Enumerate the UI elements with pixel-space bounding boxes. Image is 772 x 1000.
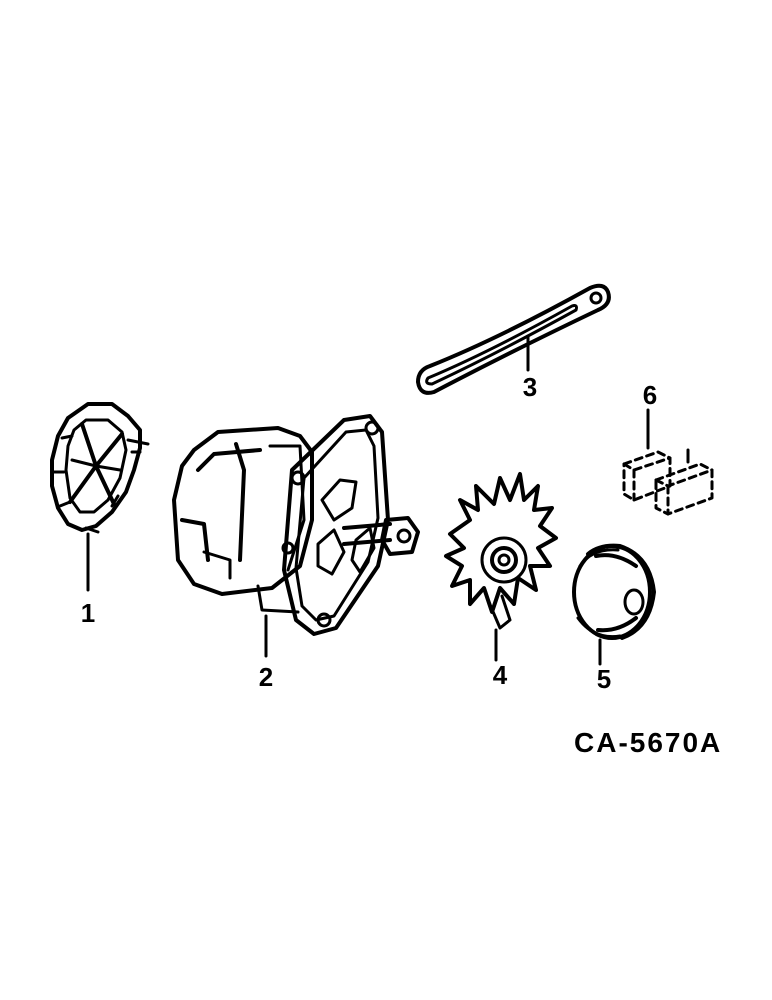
callout-6: 6 — [643, 380, 657, 410]
part-6-brushes — [622, 450, 714, 516]
part-5-pulley — [572, 543, 656, 640]
part-4-fan — [444, 472, 558, 630]
part-2-alternator — [172, 414, 420, 636]
leader-line-6 — [646, 408, 690, 464]
figure-id: CA-5670A — [574, 727, 722, 758]
part-3-adjusting-strap — [416, 283, 611, 395]
callout-5: 5 — [597, 664, 611, 694]
callout-4: 4 — [493, 660, 508, 690]
callout-2: 2 — [259, 662, 273, 692]
callout-3: 3 — [523, 372, 537, 402]
callout-1: 1 — [81, 598, 95, 628]
part-1-end-cover — [50, 402, 150, 534]
